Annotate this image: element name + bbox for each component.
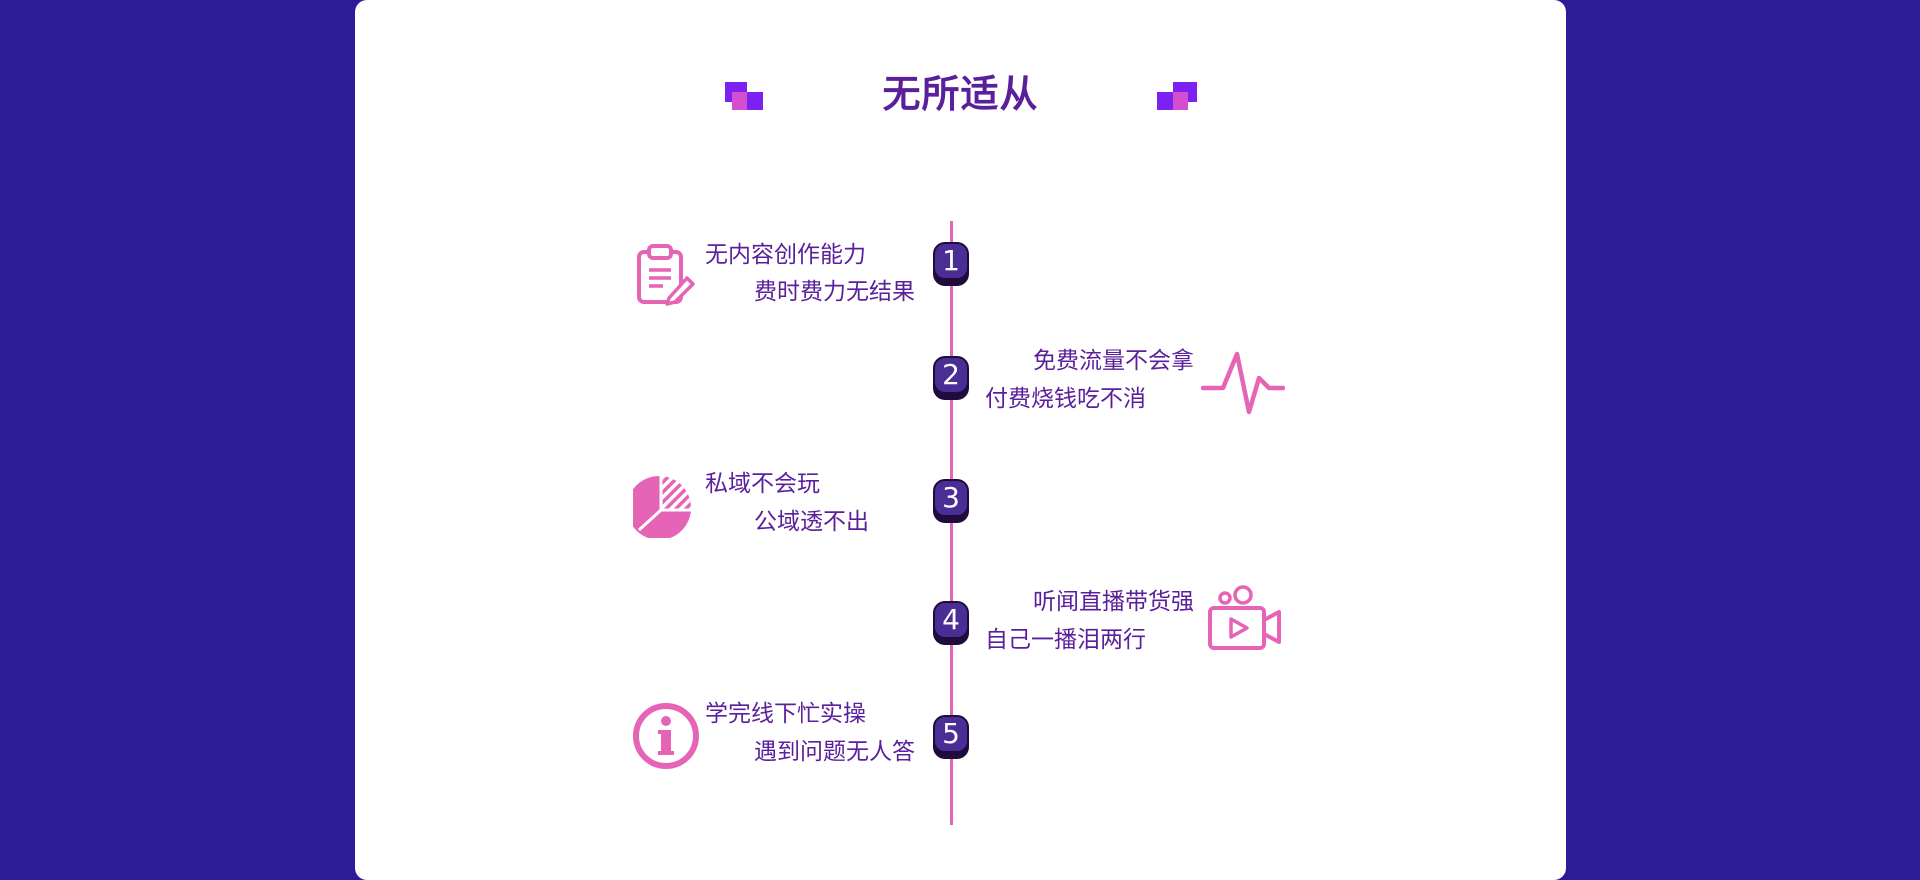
clipboard-pen-icon <box>637 244 695 306</box>
step-badge-2: 2 <box>933 356 969 400</box>
item-1-line2: 费时费力无结果 <box>754 279 915 305</box>
item-1-line1: 无内容创作能力 <box>705 242 866 268</box>
step-badge-3: 3 <box>933 479 969 523</box>
item-4-line1: 听闻直播带货强 <box>1033 589 1194 615</box>
decorative-squares-icon <box>1157 82 1197 110</box>
step-badge-4: 4 <box>933 601 969 645</box>
item-5-line2: 遇到问题无人答 <box>754 739 915 765</box>
video-camera-icon <box>1208 585 1281 650</box>
pie-chart-icon <box>633 475 692 538</box>
page-title: 无所适从 <box>882 72 1039 116</box>
timeline-axis <box>950 221 953 825</box>
item-3-line2: 公域透不出 <box>754 509 869 535</box>
info-circle-icon <box>633 703 699 769</box>
item-4-line2: 自己一播泪两行 <box>985 627 1146 653</box>
decorative-squares-icon <box>725 82 763 110</box>
item-2-line1: 免费流量不会拿 <box>1033 348 1194 374</box>
step-badge-1: 1 <box>933 242 969 286</box>
item-5-line1: 学完线下忙实操 <box>705 701 866 727</box>
heartbeat-pulse-icon <box>1201 351 1285 415</box>
step-badge-5: 5 <box>933 715 969 759</box>
item-2-line2: 付费烧钱吃不消 <box>985 386 1146 412</box>
content-card: 无所适从 1 无内容创作能力 费时费力无结果 2 免费流量不会拿 付费烧钱吃不消… <box>355 0 1566 880</box>
item-3-line1: 私域不会玩 <box>705 471 820 497</box>
